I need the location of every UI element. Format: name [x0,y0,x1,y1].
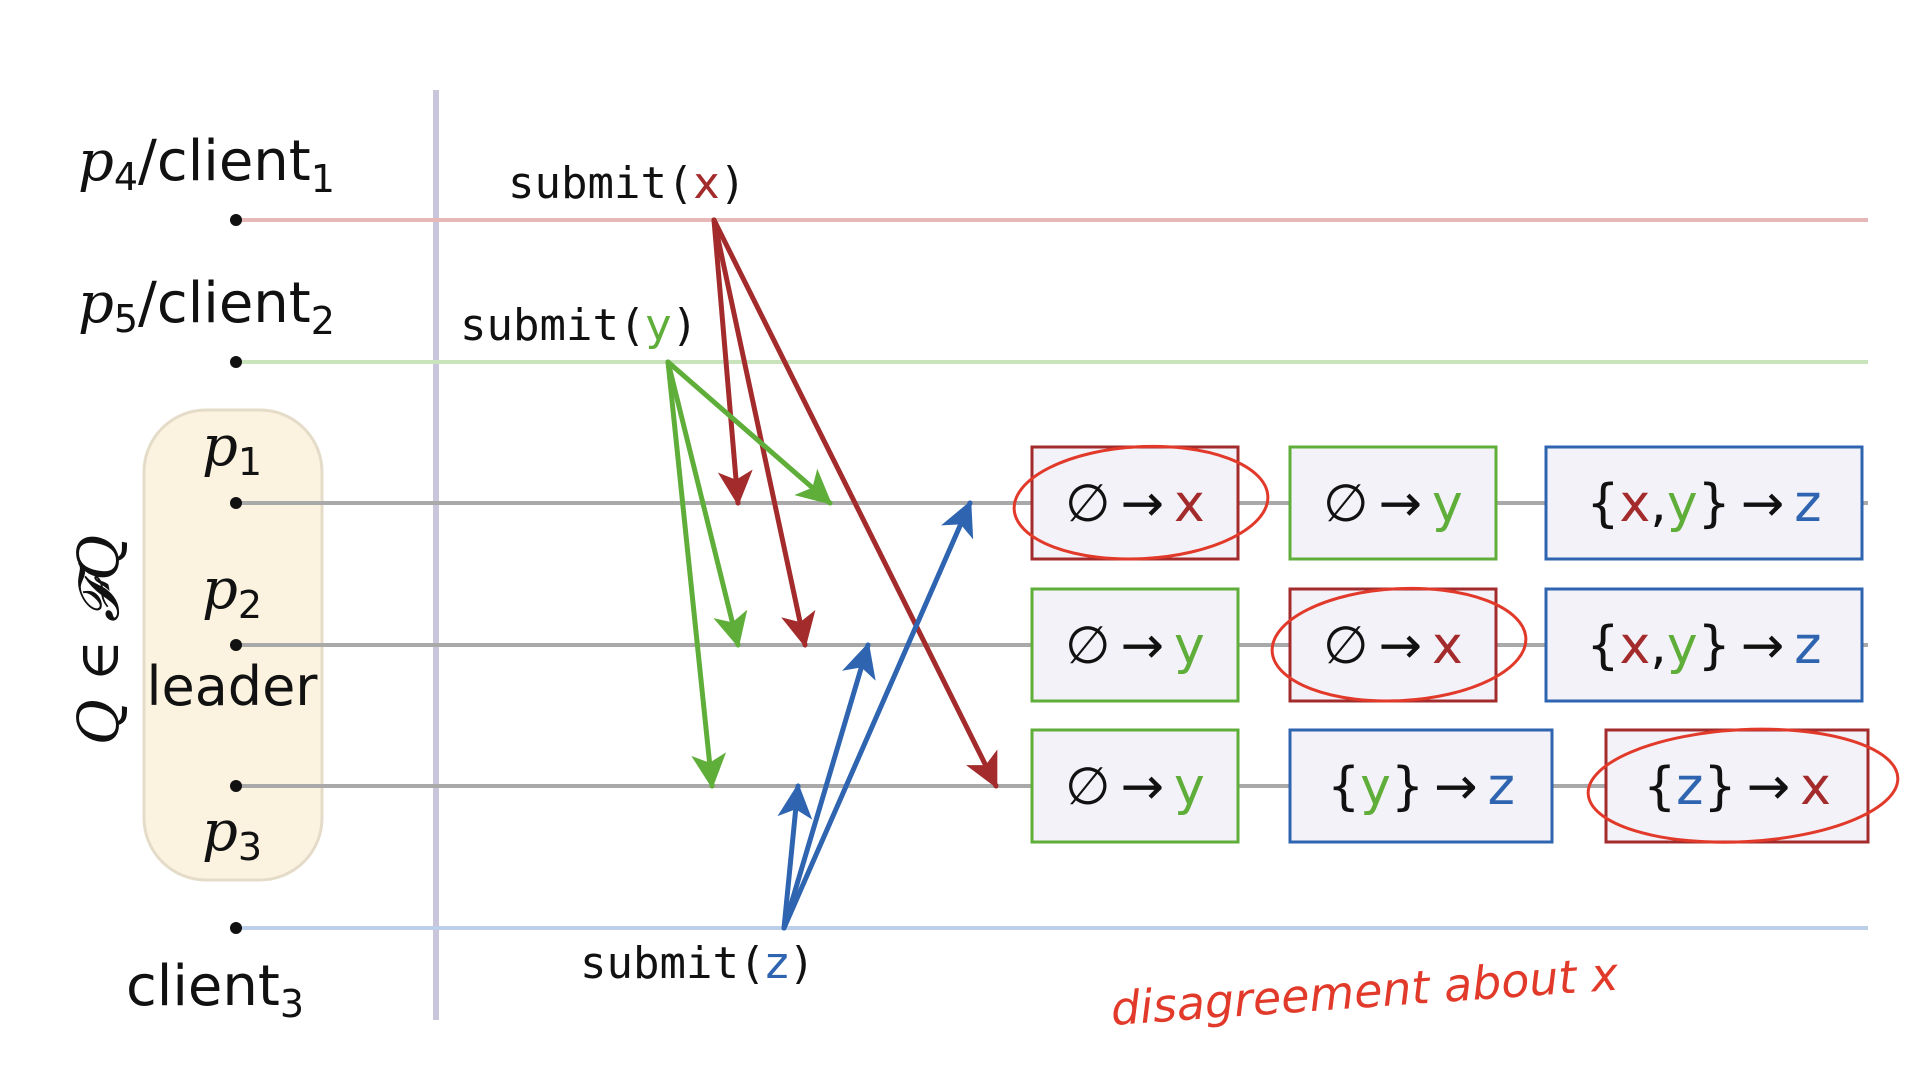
dep-box-p3-3: {z}→x [1586,727,1900,844]
process-label-p1: p1 [202,414,262,484]
message-arrow-p5-p3 [665,359,727,789]
message-arrow-p4-p1 [711,217,753,506]
timeline-dot-p3 [230,780,242,792]
quorum-label: Q ∈ 𝓕Q [67,535,132,745]
submit-label-x: submit(x) [508,158,746,209]
dep-box-text: {x,y}→z [1586,616,1821,676]
dep-box-text: {x,y}→z [1586,474,1821,534]
process-label-client3: client3 [126,954,304,1026]
messages [665,217,999,931]
message-arrow-client3-p2 [781,642,876,931]
message-arrow-p5-p2 [665,359,748,648]
message-arrow-client3-p1 [781,500,974,931]
annotation-text: disagreement about x [1109,947,1621,1036]
dep-box-text: ∅→y [1065,757,1205,817]
message-arrow-p5-p1 [665,359,833,506]
process-label-p5: p5/client2 [78,271,335,343]
disagreement-circle [1270,586,1528,703]
message-arrow-client3-p3 [777,783,813,931]
dep-box-text: {z}→x [1643,757,1831,817]
process-label-p2: p2 [202,557,262,627]
process-labels: p4/client1 p5/client2 p1 p2 leader p3 client3 [78,129,335,1026]
timeline-dot-p2 [230,639,242,651]
dep-box-text: ∅→x [1323,616,1463,676]
dep-box-p1-1: ∅→x [1012,444,1270,561]
dep-box-p1-2: ∅→y [1288,445,1498,561]
dep-box-p2-2: ∅→x [1270,586,1528,703]
dep-box-text: ∅→x [1065,474,1205,534]
dep-box-p2-3: {x,y}→z [1544,587,1864,703]
submit-label-z: submit(z) [580,938,815,989]
dep-box-text: ∅→y [1323,474,1463,534]
disagreement-circle [1586,727,1900,844]
timeline-dot-client3 [230,922,242,934]
leader-label: leader [146,655,318,718]
dep-box-p1-3: {x,y}→z [1544,445,1864,561]
dep-box-text: ∅→y [1065,616,1205,676]
dep-box-text: {y}→z [1327,757,1515,817]
message-arrow-p4-p2 [711,217,816,648]
submit-labels: submit(x) submit(y) submit(z) [460,158,815,989]
process-label-p3: p3 [202,799,262,869]
dep-box-p3-1: ∅→y [1030,728,1240,844]
dep-box-p3-2: {y}→z [1288,728,1554,844]
submit-label-y: submit(y) [460,300,698,351]
dependency-boxes: ∅→x ∅→y {x,y}→z ∅→y ∅→x {x,y}→z ∅→y {y}→z {z}→x [1012,444,1900,844]
disagreement-circle [1012,444,1270,561]
timeline-dot-p1 [230,497,242,509]
timeline-dot-p5 [230,356,242,368]
process-label-p4: p4/client1 [78,129,335,201]
dep-box-p2-1: ∅→y [1030,587,1240,703]
timeline-dot-p4 [230,214,242,226]
svg-text:Q ∈ 𝓕Q: Q ∈ 𝓕Q [67,535,132,745]
message-arrow-p4-p3 [711,217,999,789]
